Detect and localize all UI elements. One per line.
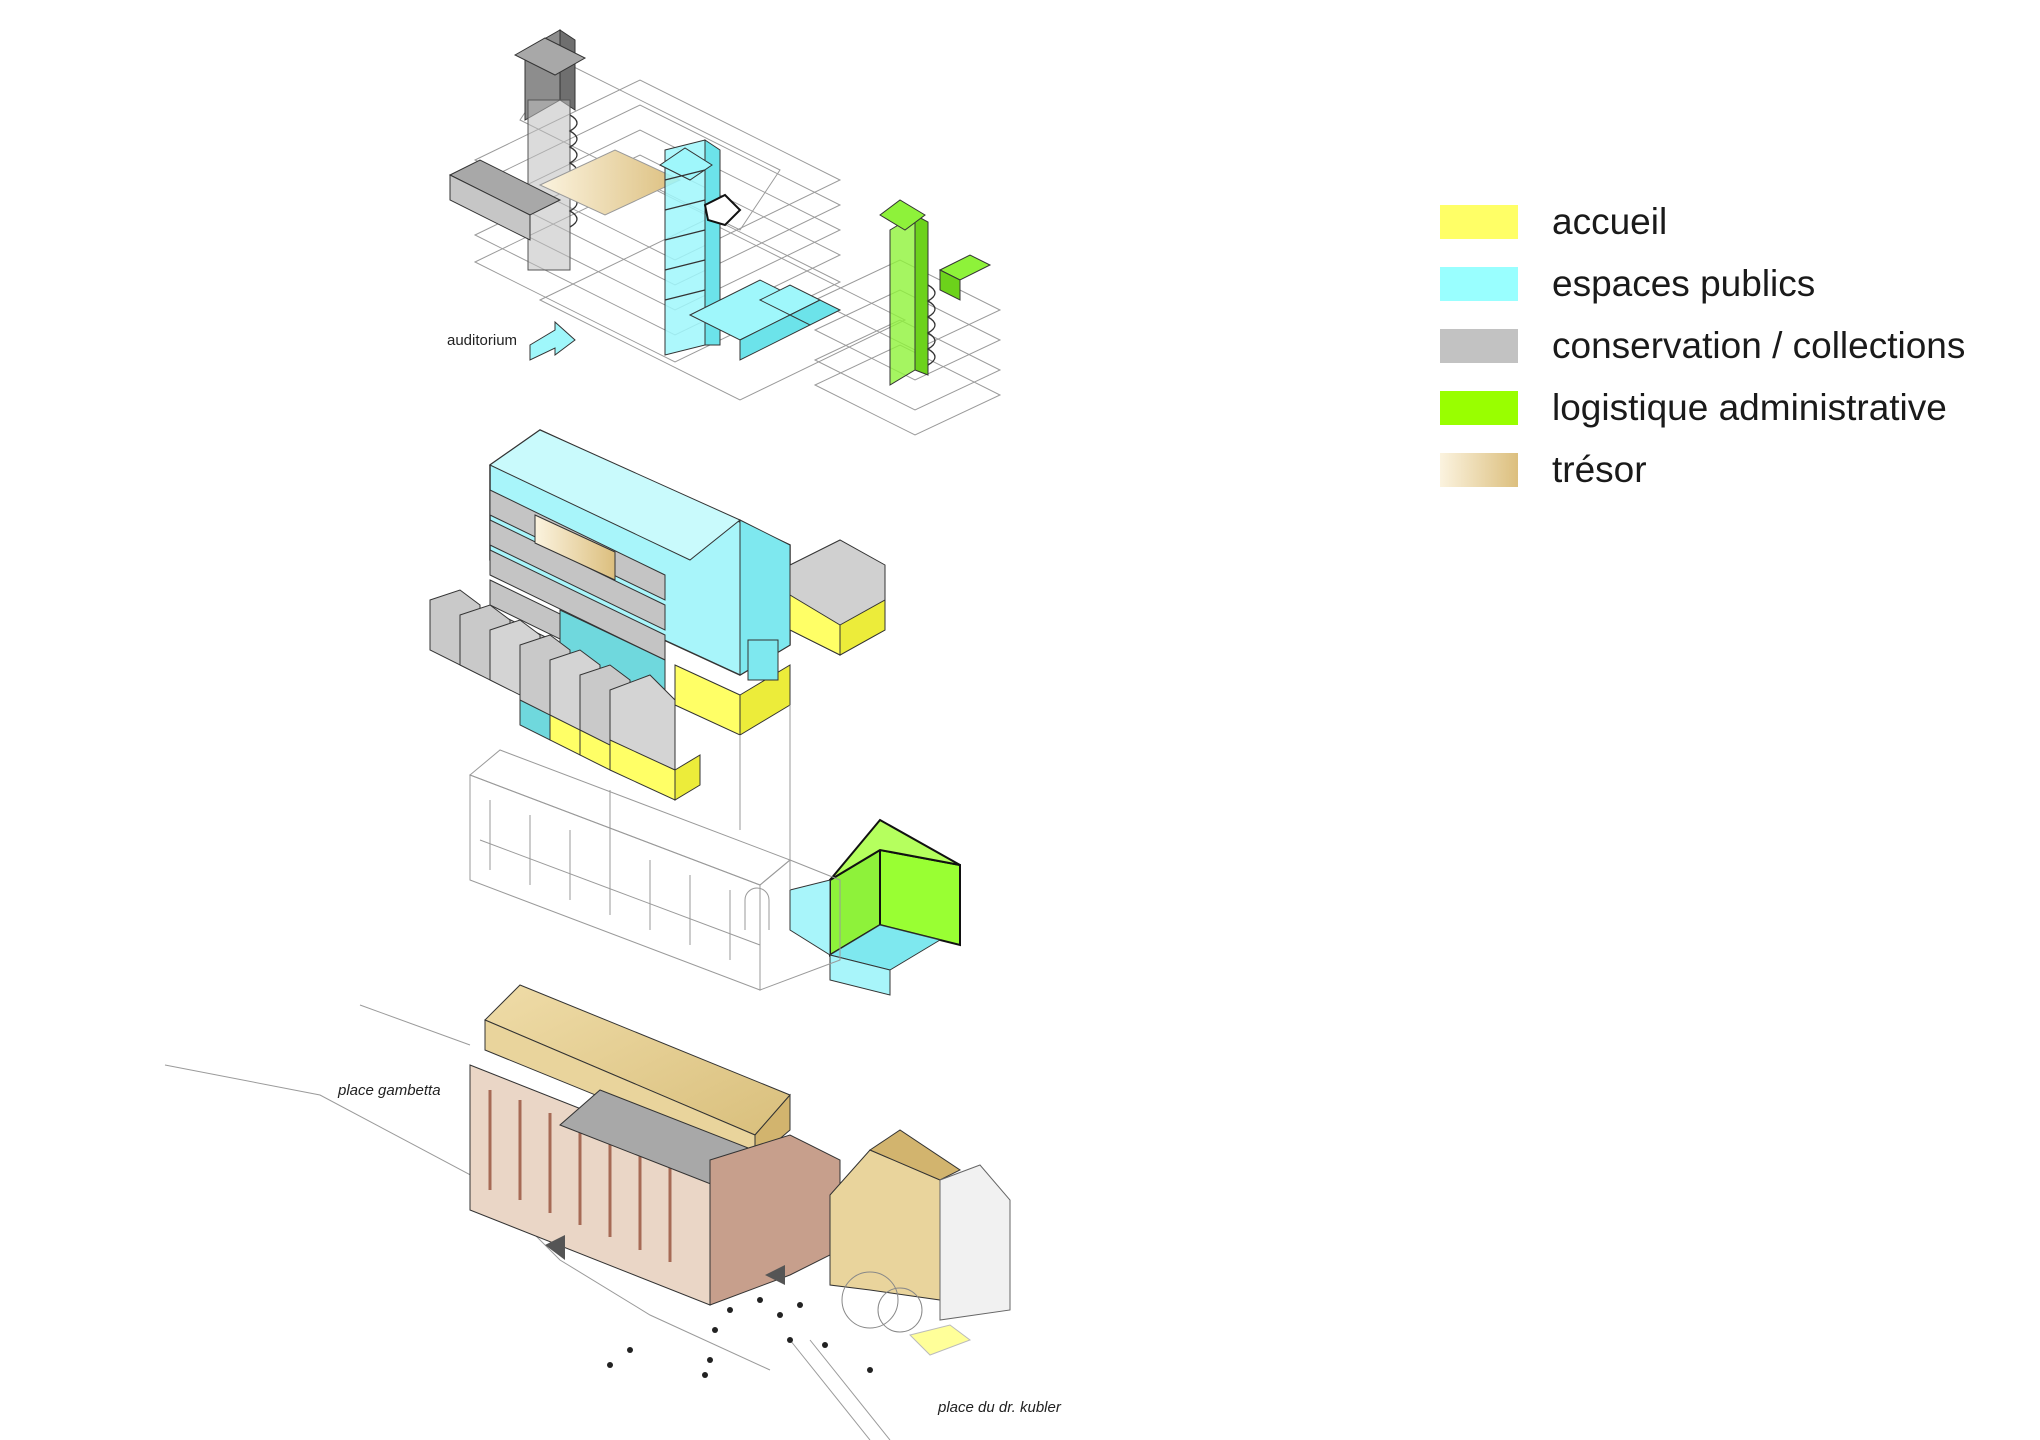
legend-item-espaces-publics: espaces publics <box>1440 263 2000 329</box>
legend-label: logistique administrative <box>1552 387 1947 428</box>
legend-swatch <box>1440 391 1518 425</box>
auditorium-label: auditorium <box>447 332 517 349</box>
existing-building-outline <box>469 749 841 991</box>
legend-swatch <box>1440 329 1518 363</box>
legend-label: accueil <box>1552 201 1668 242</box>
program-volumes <box>429 429 961 996</box>
legend-swatch <box>1440 205 1518 239</box>
place-kubler-label: place du dr. kubler <box>937 1399 1062 1416</box>
legend-label: conservation / collections <box>1552 325 1966 366</box>
legend-item-logistique: logistique administrative <box>1440 387 2000 453</box>
place-gambetta-label: place gambetta <box>337 1082 441 1099</box>
legend-swatch <box>1440 267 1518 301</box>
legend: accueil espaces publics conservation / c… <box>1440 201 2000 515</box>
legend-label: espaces publics <box>1552 263 1816 304</box>
site-view: place gambetta place du dr. kubler <box>164 984 1062 1440</box>
legend-item-conservation: conservation / collections <box>1440 325 2000 391</box>
legend-label: trésor <box>1552 449 1647 490</box>
legend-item-tresor: trésor <box>1440 449 2000 515</box>
circulation-diagram: auditorium <box>447 29 1002 436</box>
legend-item-accueil: accueil <box>1440 201 2000 267</box>
legend-swatch <box>1440 453 1518 487</box>
